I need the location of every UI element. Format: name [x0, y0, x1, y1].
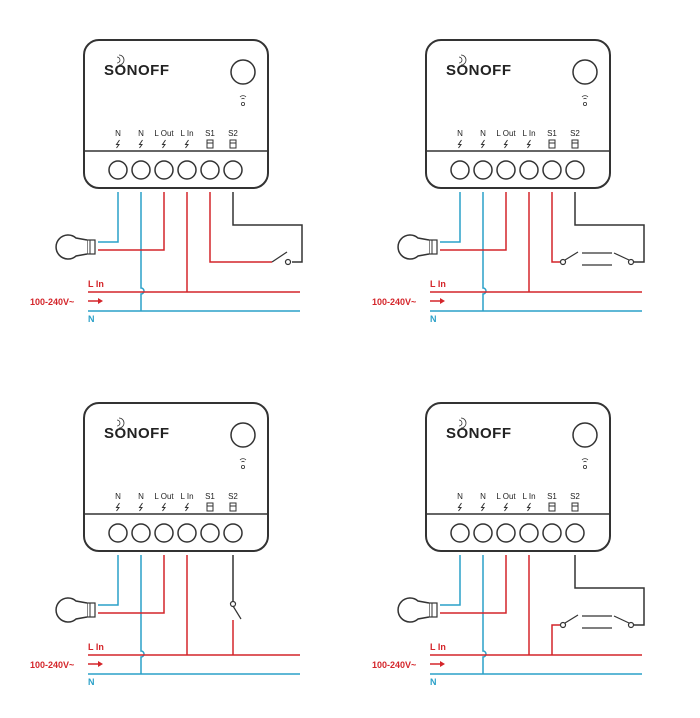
terminal-label-s1: S1 [547, 129, 557, 138]
lout-wire-to-bulb [440, 192, 507, 251]
neutral-wire-to-bus [482, 555, 487, 674]
voltage-label: 100-240V~ [30, 297, 74, 307]
neutral-wire-to-bus [482, 192, 487, 311]
neutral-wire-to-bus [140, 192, 145, 311]
terminal-label-lin: L In [522, 492, 535, 501]
lout-wire-to-bulb [98, 555, 165, 614]
neutral-label: N [430, 677, 437, 687]
arrow-right-icon [430, 298, 445, 304]
wifi-led-icon [581, 458, 589, 470]
neutral-wire-to-bulb [440, 555, 461, 606]
arrow-right-icon [430, 661, 445, 667]
bulb-icon [397, 234, 438, 260]
neutral-wire-to-bus [140, 555, 145, 674]
terminal-label-s1: S1 [205, 129, 215, 138]
switch-common-wire [232, 192, 303, 263]
terminal-label-n2: N [480, 492, 486, 501]
terminal-labels: N N L Out L In S1 S2 [115, 129, 238, 138]
diagram-single-switch-s1: SONOFF N N L Out L In S1 S2 [30, 39, 303, 324]
device-button [572, 59, 598, 85]
sonoff-logo: SONOFF [446, 425, 512, 442]
terminal-label-n2: N [480, 129, 486, 138]
terminal-label-n2: N [138, 492, 144, 501]
terminal-labels: N N L Out L In S1 S2 [115, 492, 238, 501]
device-button [230, 59, 256, 85]
terminal-label-s2: S2 [228, 492, 238, 501]
line-in-label: L In [430, 642, 446, 652]
s1-wire-to-switch [209, 192, 272, 263]
terminal-labels: N N L Out L In S1 S2 [457, 129, 580, 138]
terminal-block [450, 160, 585, 180]
neutral-wire-to-bulb [98, 555, 119, 606]
terminal-label-lin: L In [180, 492, 193, 501]
line-in-label: L In [88, 279, 104, 289]
neutral-wire-to-bulb [98, 192, 119, 243]
switch-common-wire [574, 192, 645, 263]
terminal-label-n1: N [115, 492, 121, 501]
terminal-label-s2: S2 [228, 129, 238, 138]
device-button [230, 422, 256, 448]
voltage-label: 100-240V~ [372, 297, 416, 307]
terminal-label-lout: L Out [154, 492, 174, 501]
terminal-block [450, 523, 585, 543]
voltage-label: 100-240V~ [30, 660, 74, 670]
lout-wire-to-bulb [98, 192, 165, 251]
terminal-label-n2: N [138, 129, 144, 138]
terminal-label-lin: L In [522, 129, 535, 138]
terminal-labels: N N L Out L In S1 S2 [457, 492, 580, 501]
terminal-label-s1: S1 [547, 492, 557, 501]
neutral-label: N [88, 677, 95, 687]
neutral-label: N [88, 314, 95, 324]
bulb-icon [55, 597, 96, 623]
arrow-right-icon [88, 298, 103, 304]
s1-wire-to-switch [551, 192, 560, 263]
terminal-label-n1: N [457, 492, 463, 501]
neutral-wire-to-bulb [440, 192, 461, 243]
terminal-block [108, 523, 243, 543]
terminal-label-lout: L Out [496, 129, 516, 138]
terminal-label-lout: L Out [154, 129, 174, 138]
terminal-block [108, 160, 243, 180]
lout-wire-to-bulb [440, 555, 507, 614]
s2-wire-to-switch [574, 555, 645, 626]
terminal-label-s2: S2 [570, 492, 580, 501]
wifi-led-icon [239, 95, 247, 107]
wifi-led-icon [239, 458, 247, 470]
switch-icon [271, 251, 292, 266]
line-in-label: L In [430, 279, 446, 289]
neutral-label: N [430, 314, 437, 324]
terminal-label-n1: N [115, 129, 121, 138]
line-in-label: L In [88, 642, 104, 652]
terminal-label-lout: L Out [496, 492, 516, 501]
switch-icon [229, 600, 242, 620]
terminal-label-lin: L In [180, 129, 193, 138]
diagram-two-way-switch-s1: SONOFF N N L Out L In S1 S2 [372, 39, 645, 324]
sonoff-logo: SONOFF [446, 62, 512, 79]
terminal-label-s1: S1 [205, 492, 215, 501]
switch-to-bus-wire [551, 624, 560, 655]
sonoff-logo: SONOFF [104, 62, 170, 79]
terminal-label-n1: N [457, 129, 463, 138]
two-way-switch-icon [559, 251, 635, 266]
device-button [572, 422, 598, 448]
voltage-label: 100-240V~ [372, 660, 416, 670]
two-way-switch-icon [559, 614, 635, 629]
terminal-label-s2: S2 [570, 129, 580, 138]
bulb-icon [397, 597, 438, 623]
sonoff-logo: SONOFF [104, 425, 170, 442]
bulb-icon [55, 234, 96, 260]
diagram-two-way-switch-s2: SONOFF N N L Out L In S1 S2 [372, 402, 645, 687]
arrow-right-icon [88, 661, 103, 667]
wifi-led-icon [581, 95, 589, 107]
diagram-single-switch-s2: SONOFF N N L Out L In S1 S2 [30, 402, 300, 687]
